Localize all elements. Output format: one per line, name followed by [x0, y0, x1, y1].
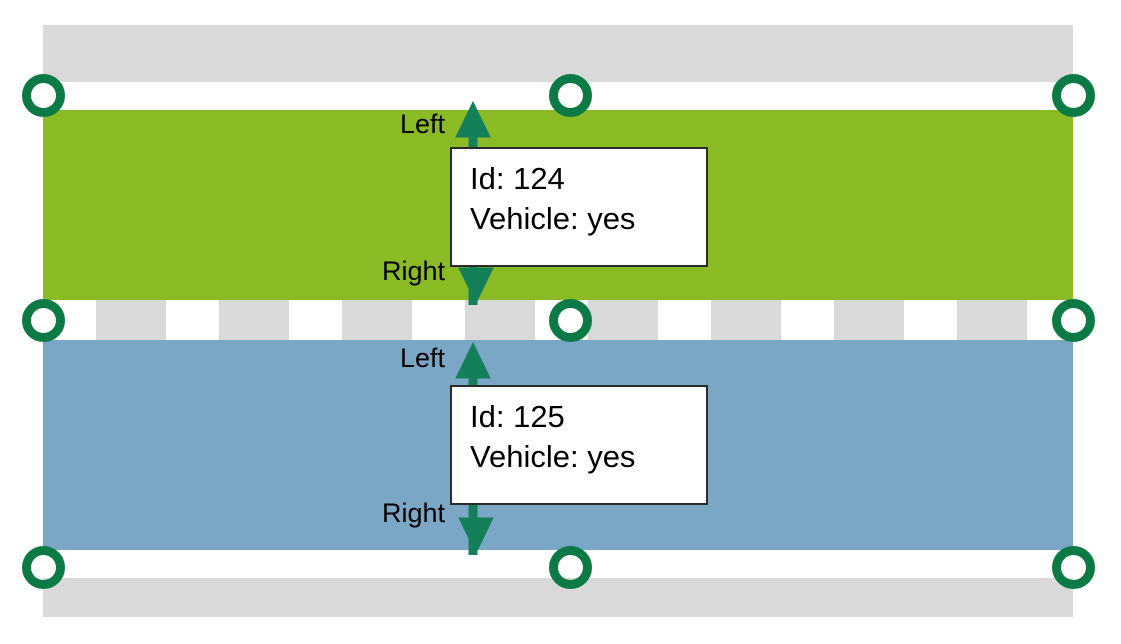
lower-lane-vehicle-text: Vehicle: yes [470, 438, 636, 474]
node-top-left[interactable] [21, 73, 65, 117]
node-middle-center[interactable] [548, 298, 592, 342]
divider-dash [658, 300, 711, 340]
node-bottom-center[interactable] [548, 545, 592, 589]
node-middle-left[interactable] [21, 298, 65, 342]
divider-dash [904, 300, 957, 340]
upper-lane-info-box[interactable]: Id: 124 Vehicle: yes [450, 147, 708, 267]
divider-dash [412, 300, 465, 340]
lower-lane-right-label: Right [381, 498, 445, 528]
lower-lane-info-box[interactable]: Id: 125 Vehicle: yes [450, 385, 708, 505]
lower-lane-left-label: Left [399, 343, 445, 373]
node-bottom-right[interactable] [1051, 545, 1095, 589]
divider-dash [289, 300, 342, 340]
upper-lane-id-text: Id: 124 [470, 161, 565, 196]
node-top-right[interactable] [1051, 73, 1095, 117]
upper-lane-left-label: Left [399, 109, 445, 139]
lower-lane-id-text: Id: 125 [470, 399, 565, 434]
top-shoulder-band [43, 25, 1073, 82]
divider-dash [781, 300, 834, 340]
node-middle-right[interactable] [1051, 298, 1095, 342]
divider-dash [166, 300, 219, 340]
upper-lane-vehicle-text: Vehicle: yes [470, 200, 636, 236]
upper-lane-right-label: Right [381, 256, 445, 286]
node-bottom-left[interactable] [21, 545, 65, 589]
node-top-center[interactable] [548, 73, 592, 117]
